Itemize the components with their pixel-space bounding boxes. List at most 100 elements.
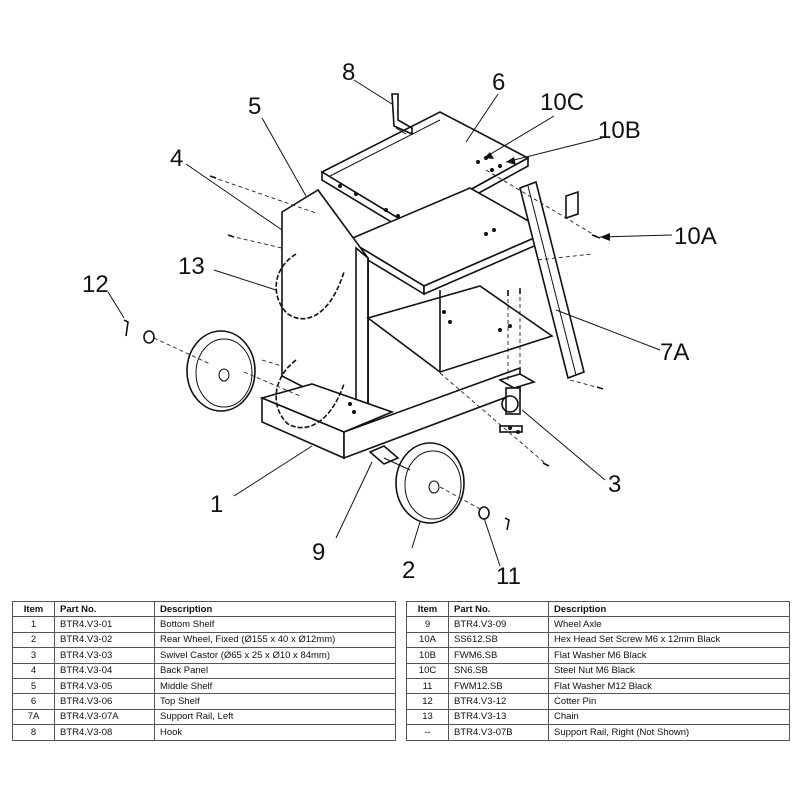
swivel-castor [497,373,537,433]
callout-1: 1 [210,491,223,518]
bottom-frame [366,258,554,420]
header-part-no: Part No. [448,600,549,618]
hook [391,93,413,136]
cell-item: 11 [406,677,449,695]
cell-item: 10C [406,662,449,679]
cell-item: 6 [12,693,55,710]
callout-3: 3 [608,471,621,498]
cell-part-no: BTR4.V3-07A [54,708,155,726]
header-item: Item [12,600,55,618]
callout-4: 4 [170,145,183,172]
cell-description: Swivel Castor (Ø65 x 25 x Ø10 x 84mm) [154,647,396,664]
cell-description: Chain [548,708,790,726]
callout-13: 13 [178,253,205,280]
cell-part-no: FWM12.SB [448,677,549,695]
table-header-row: Item Part No. Description [12,600,396,618]
header-part-no: Part No. [54,600,155,618]
cell-part-no: SN6.SB [448,662,549,679]
cell-part-no: BTR4.V3-12 [448,693,549,710]
cell-part-no: BTR4.V3-03 [54,647,155,664]
cell-description: Hook [154,724,396,741]
callout-2: 2 [402,557,415,584]
header-description: Description [548,600,790,618]
header-description: Description [154,600,396,618]
cell-description: Bottom Shelf [154,616,396,633]
middle-shelf [346,187,550,296]
table-header-row: Item Part No. Description [406,600,790,618]
cell-description: Cotter Pin [548,693,790,710]
cell-description: Steel Nut M6 Black [548,662,790,679]
cell-item: 10B [406,647,449,664]
cell-part-no: BTR4.V3-04 [54,662,155,679]
cell-part-no: FWM6.SB [448,647,549,664]
chains [275,253,345,429]
cell-item: 3 [12,647,55,664]
support-rail-left [519,180,585,380]
header-item: Item [406,600,449,618]
callout-12: 12 [82,271,109,298]
callout-10a: 10A [674,223,717,250]
cell-part-no: BTR4.V3-09 [448,616,549,633]
cell-item: 10A [406,631,449,649]
cell-description: Back Panel [154,662,396,679]
cell-part-no: BTR4.V3-13 [448,708,549,726]
callout-10b: 10B [598,117,641,144]
cell-item: 8 [12,724,55,741]
exploded-parts-diagram: 8 6 10C 10B 5 4 10A 13 12 7A 3 1 9 2 11 [82,59,717,590]
cotter-pins [123,319,510,531]
bottom-shelf [259,366,521,460]
cell-part-no: BTR4.V3-07B [448,724,549,741]
callout-11: 11 [496,563,521,590]
cell-part-no: BTR4.V3-01 [54,616,155,633]
callout-labels: 8 6 10C 10B 5 4 10A 13 12 7A 3 1 9 2 11 [82,59,717,590]
cell-description: Flat Washer M6 Black [548,647,790,664]
cell-description: Rear Wheel, Fixed (Ø155 x 40 x Ø12mm) [154,631,396,649]
back-panel [281,188,369,422]
cell-part-no: BTR4.V3-08 [54,724,155,741]
cell-description: Flat Washer M12 Black [548,677,790,695]
callout-5: 5 [248,93,261,120]
cell-item: -- [406,724,449,741]
cell-description: Wheel Axle [548,616,790,633]
cell-description: Support Rail, Right (Not Shown) [548,724,790,741]
rear-wheel [395,442,465,524]
cell-item: 2 [12,631,55,649]
cell-item: 7A [12,708,55,726]
cell-item: 1 [12,616,55,633]
leader-lines [107,79,673,567]
fasteners [153,156,604,511]
cell-part-no: BTR4.V3-06 [54,693,155,710]
cell-item: 5 [12,677,55,695]
cell-description: Middle Shelf [154,677,396,695]
cell-item: 4 [12,662,55,679]
cell-item: 13 [406,708,449,726]
callout-7a: 7A [660,339,689,366]
callout-9: 9 [312,539,325,566]
callout-10c: 10C [540,89,584,116]
cell-part-no: BTR4.V3-05 [54,677,155,695]
cell-part-no: BTR4.V3-02 [54,631,155,649]
rear-wheel-left [186,330,256,412]
cell-part-no: SS612.SB [448,631,549,649]
callout-6: 6 [492,69,505,96]
cell-item: 12 [406,693,449,710]
cell-description: Hex Head Set Screw M6 x 12mm Black [548,631,790,649]
